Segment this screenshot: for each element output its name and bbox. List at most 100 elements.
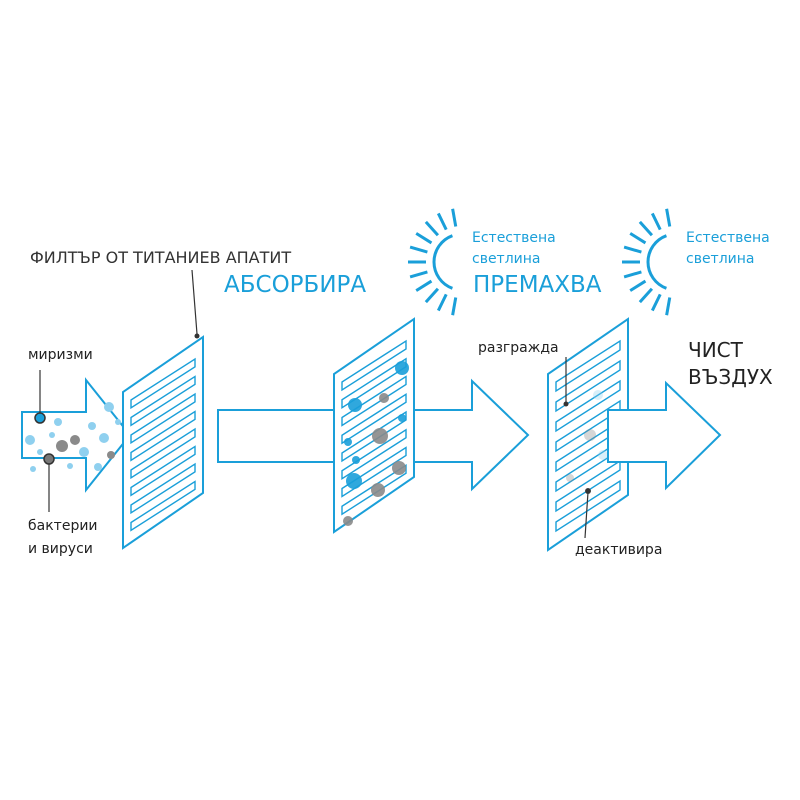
natural-light-label-2: Естествена светлина <box>686 230 774 267</box>
filter-slot <box>130 392 196 445</box>
input-particles <box>25 402 121 472</box>
particle <box>593 390 603 400</box>
particle <box>343 516 353 526</box>
filter-slot <box>555 339 621 393</box>
particle <box>379 393 389 403</box>
particle <box>371 483 385 497</box>
sun-ray <box>424 287 440 304</box>
particle <box>49 432 55 438</box>
particle <box>584 429 596 441</box>
natural-light-2-line-1: Естествена <box>686 230 770 246</box>
filter-slot <box>130 480 196 532</box>
filter-slot <box>341 410 407 463</box>
decomposes-marker <box>563 401 569 407</box>
filter-slot <box>130 462 196 515</box>
clean-air-line-1: ЧИСТ <box>688 338 744 362</box>
decomposes-label: разгражда <box>478 340 559 356</box>
particle <box>348 398 362 412</box>
filter-slot <box>341 446 407 498</box>
filter-title-pointer <box>191 269 198 335</box>
sun-arc <box>646 234 667 290</box>
filter-frame <box>122 335 204 550</box>
particle <box>598 450 608 460</box>
deactivates-marker <box>585 488 591 494</box>
sun-ray <box>629 232 647 245</box>
sun-ray <box>623 245 642 254</box>
sun-ray <box>409 245 428 254</box>
particle <box>372 428 388 444</box>
particle <box>392 461 406 475</box>
sun-ray <box>424 220 440 237</box>
particle <box>30 466 36 472</box>
particle <box>37 449 43 455</box>
particle <box>54 418 62 426</box>
particle <box>99 433 109 443</box>
particle <box>115 419 121 425</box>
deactivates-label: деактивира <box>575 542 662 558</box>
clean-air-line-2: ВЪЗДУХ <box>688 365 773 389</box>
particle <box>70 435 80 445</box>
filter-frame <box>547 317 629 552</box>
absorbs-heading: АБСОРБИРА <box>224 272 366 298</box>
filter-slot <box>555 379 621 433</box>
output-arrow <box>607 380 722 491</box>
filter-slot <box>341 339 407 392</box>
sun-rays-icon <box>622 208 672 316</box>
sun-ray <box>409 270 428 279</box>
bacteria-line-1: бактерии <box>28 518 98 534</box>
sun-ray <box>415 279 433 292</box>
particle <box>344 438 352 446</box>
sun-ray <box>436 212 448 231</box>
natural-light-label-1: Естествена светлина <box>472 230 560 267</box>
particle <box>395 361 409 375</box>
removes-heading: ПРЕМАХВА <box>473 272 602 298</box>
filter-slot <box>130 357 196 410</box>
filter-slot <box>555 359 621 413</box>
deactivates-pointer <box>584 491 589 539</box>
filter-slot <box>341 375 407 427</box>
filter-slot <box>130 375 196 427</box>
filter-slot <box>130 410 196 462</box>
sun-ray <box>451 208 458 227</box>
sun-arc <box>432 234 453 290</box>
filter-title-marker <box>194 333 200 339</box>
particle <box>25 435 35 445</box>
particle <box>79 447 89 457</box>
particle <box>67 463 73 469</box>
clean-air-label: ЧИСТ ВЪЗДУХ <box>688 338 773 389</box>
odors-label: миризми <box>28 347 93 363</box>
filter-panel-2 <box>333 317 415 534</box>
sun-ray <box>436 293 448 312</box>
particle <box>56 440 68 452</box>
particle <box>107 451 115 459</box>
sun-ray <box>650 212 662 231</box>
sun-ray <box>415 232 433 245</box>
filter-slot <box>130 427 196 480</box>
particle <box>398 414 406 422</box>
natural-light-1-line-1: Естествена <box>472 230 556 246</box>
particle <box>346 473 362 489</box>
filter-panel-1 <box>122 335 204 550</box>
filter-slot <box>555 479 621 533</box>
trapped-particles <box>343 361 409 526</box>
sun-rays-icon <box>408 208 458 316</box>
filter-title: ФИЛТЪР ОТ ТИТАНИЕВ АПАТИТ <box>30 248 291 267</box>
sun-ray <box>638 220 654 237</box>
odors-marker <box>34 412 46 424</box>
filter-slot <box>555 459 621 513</box>
particle <box>94 463 102 471</box>
natural-light-2-line-2: светлина <box>686 251 755 267</box>
particle <box>566 474 574 482</box>
filter-slot <box>130 445 196 497</box>
bacteria-label: бактерии и вируси <box>28 518 102 557</box>
natural-light-1-line-2: светлина <box>472 251 541 267</box>
bacteria-marker <box>43 453 55 465</box>
filter-slot <box>341 428 407 481</box>
filter-slot <box>341 392 407 445</box>
sun-ray <box>629 279 647 292</box>
particle <box>104 402 114 412</box>
sun-ray <box>638 287 654 304</box>
sun-ray <box>650 293 662 312</box>
bacteria-line-2: и вируси <box>28 541 93 557</box>
